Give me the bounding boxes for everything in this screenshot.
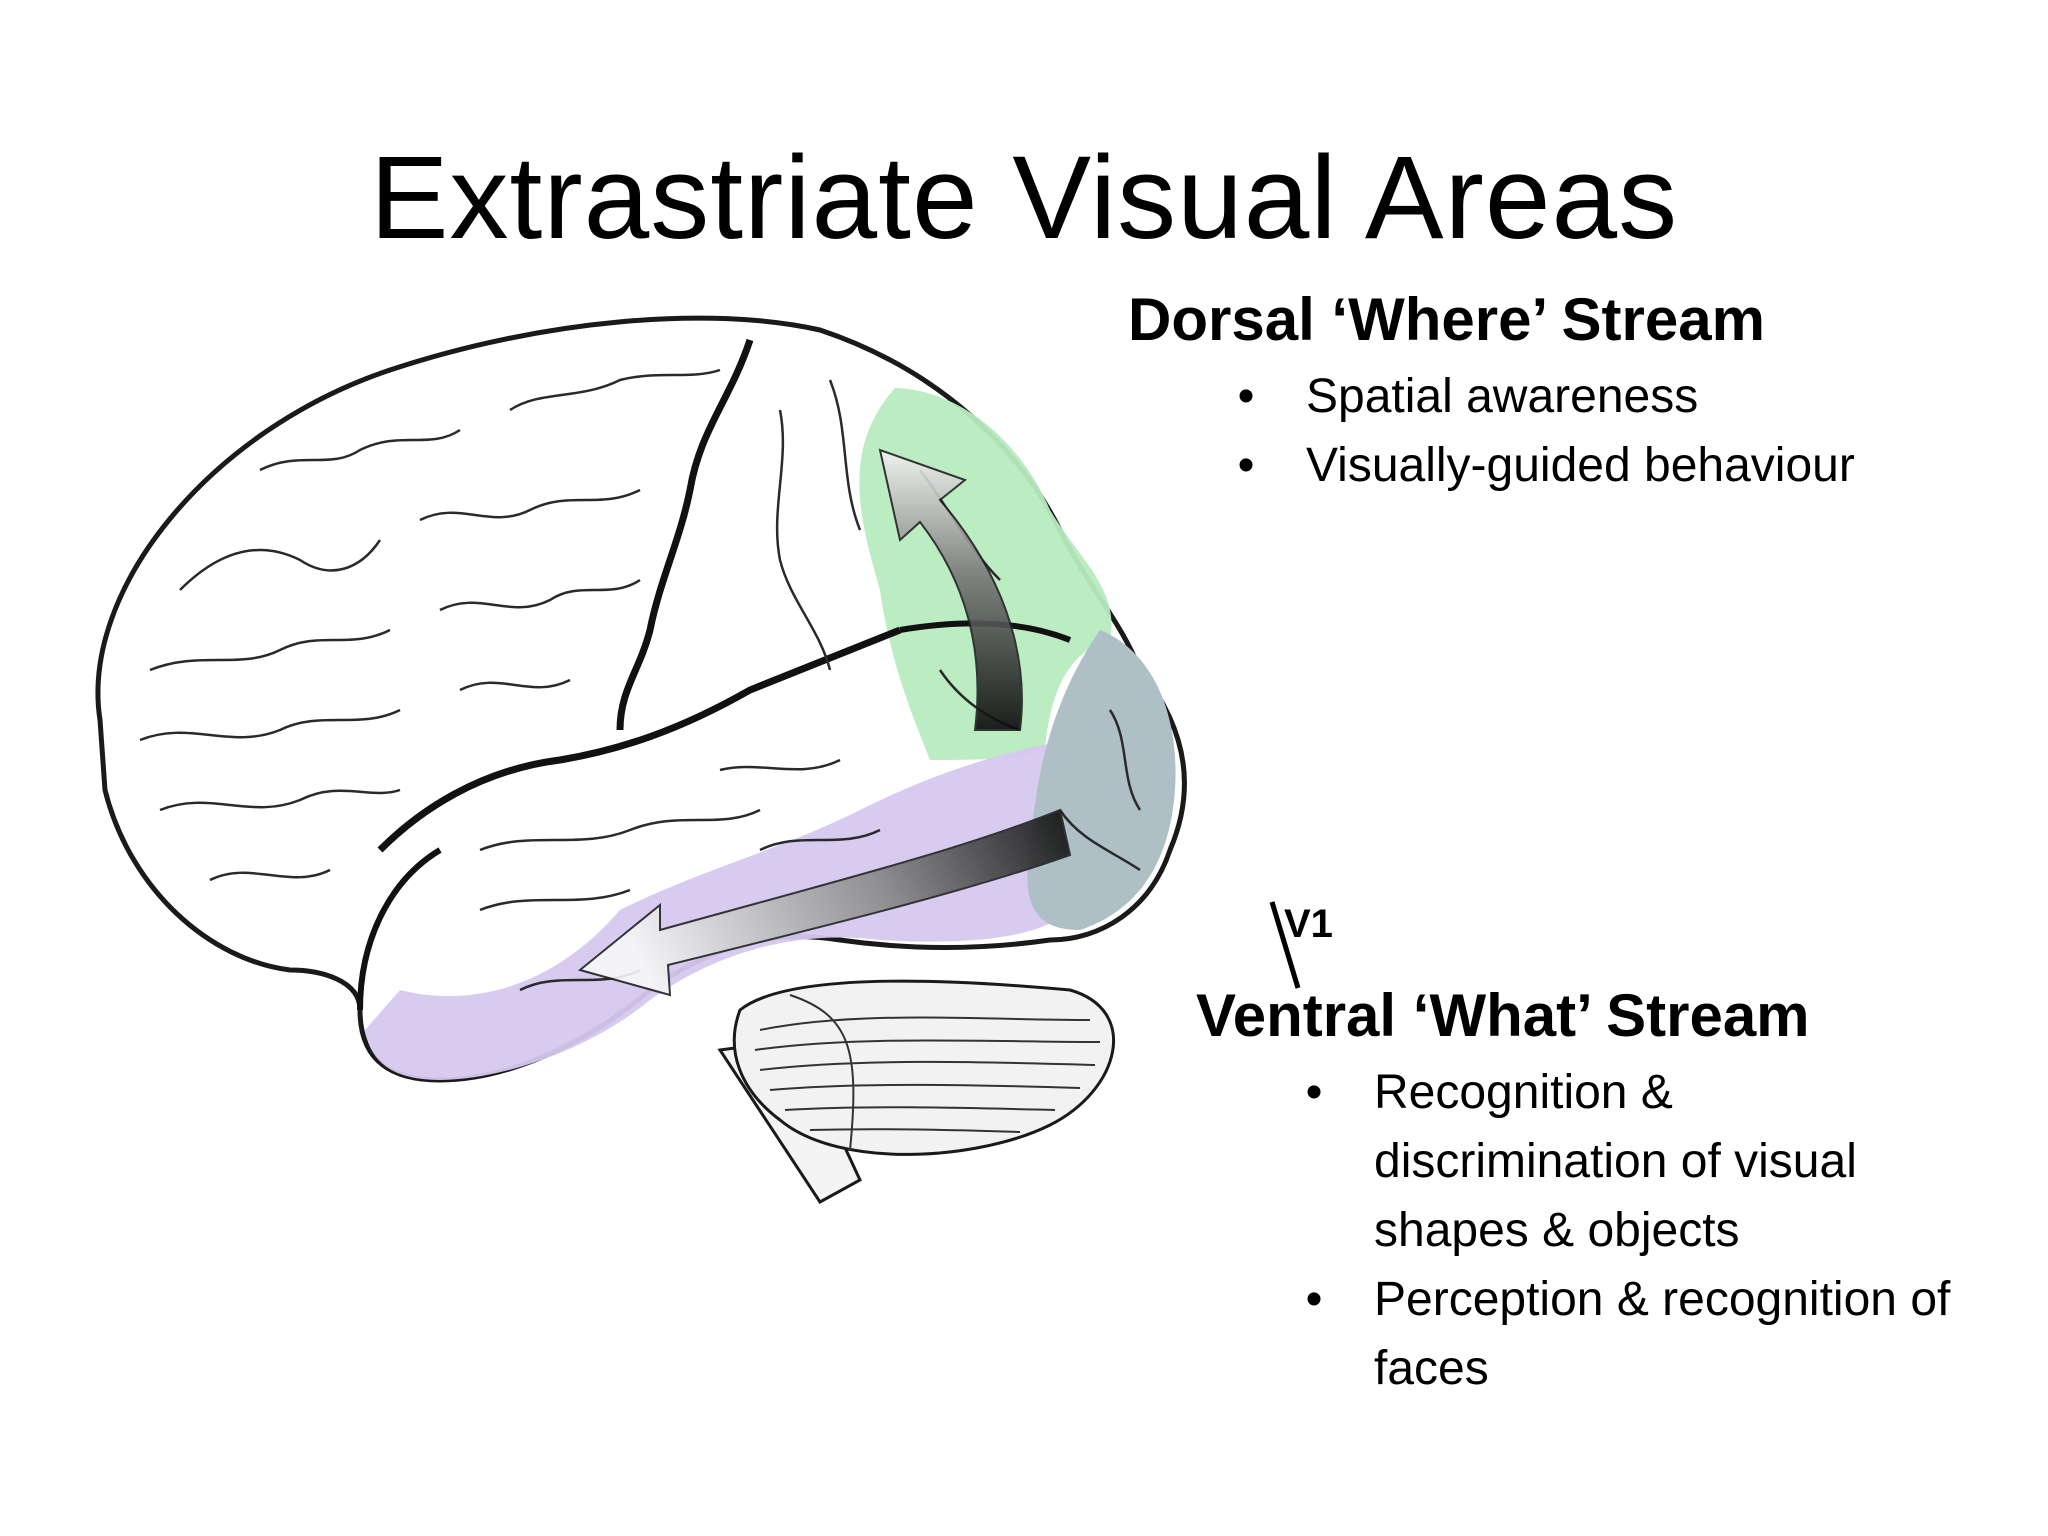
ventral-region xyxy=(365,740,1070,1080)
list-item-text: Recognition & discrimination of visual s… xyxy=(1374,1066,1857,1257)
list-item: • Spatial awareness xyxy=(1226,362,1855,431)
bullet-icon: • xyxy=(1237,370,1255,423)
bullet-icon: • xyxy=(1305,1273,1323,1326)
ventral-stream-heading: Ventral ‘What’ Stream xyxy=(1196,982,1810,1049)
list-item-text: Perception & recognition of faces xyxy=(1374,1273,1951,1395)
list-item-text: Spatial awareness xyxy=(1306,370,1699,423)
ventral-stream-list: • Recognition & discrimination of visual… xyxy=(1294,1058,2048,1403)
dorsal-stream-heading: Dorsal ‘Where’ Stream xyxy=(1128,286,1765,353)
list-item-text: Visually-guided behaviour xyxy=(1306,439,1855,492)
dorsal-stream-list: • Spatial awareness • Visually-guided be… xyxy=(1226,362,1855,500)
list-item: • Recognition & discrimination of visual… xyxy=(1294,1058,1914,1265)
dorsal-stream-block: Dorsal ‘Where’ Stream • Spatial awarenes… xyxy=(1128,284,1855,500)
ventral-stream-arrow xyxy=(577,808,1072,997)
ventral-stream-block: Ventral ‘What’ Stream • Recognition & di… xyxy=(1196,980,2048,1403)
v1-label: V1 xyxy=(1284,902,1333,946)
cerebellum xyxy=(732,979,1116,1156)
gyri-lines xyxy=(139,368,1142,992)
slide-title: Extrastriate Visual Areas xyxy=(369,132,1679,264)
lateral-sulcus xyxy=(377,626,902,853)
central-sulcus xyxy=(616,338,754,731)
bullet-icon: • xyxy=(1237,439,1255,492)
list-item: • Visually-guided behaviour xyxy=(1226,431,1855,500)
list-item: • Perception & recognition of faces xyxy=(1294,1265,2034,1403)
dorsal-stream-arrow xyxy=(878,448,1023,731)
v1-pointer-line xyxy=(1269,901,1301,989)
brain-diagram xyxy=(95,315,1301,1204)
bullet-icon: • xyxy=(1305,1066,1323,1119)
